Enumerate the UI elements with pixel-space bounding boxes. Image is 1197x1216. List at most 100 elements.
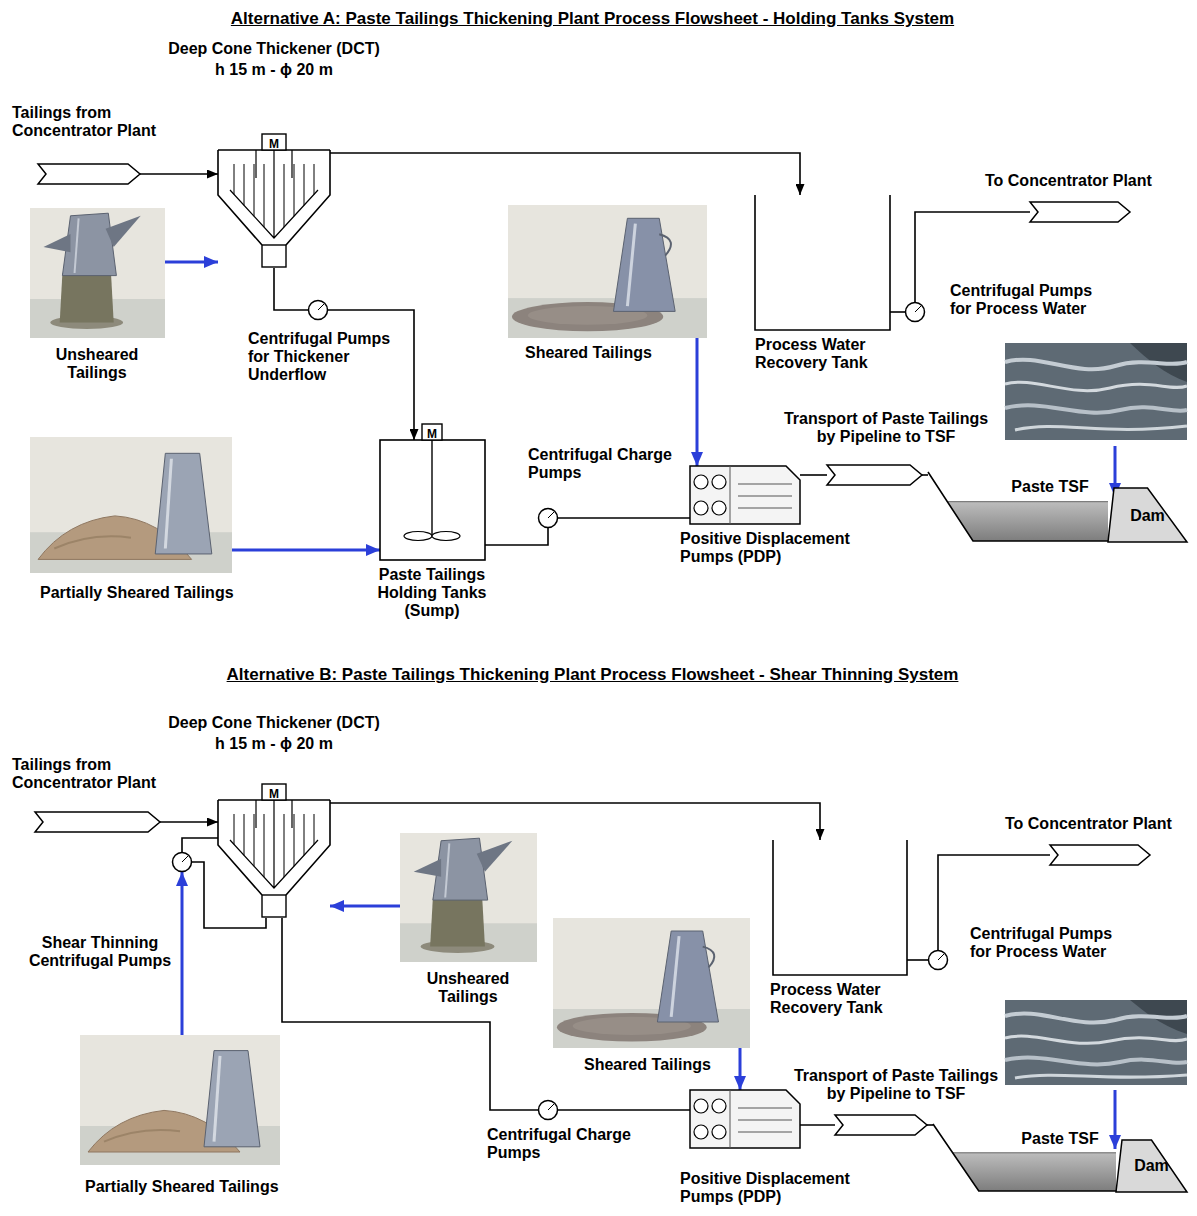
slump-cone: [613, 218, 675, 311]
io-arrow-outline: [1030, 202, 1130, 222]
centrifugal-pump: Shear Thinning Centrifugal Pumps: [172, 852, 192, 872]
tailings-deposit: [953, 1153, 1116, 1191]
tailings-layer: [1005, 1058, 1187, 1065]
agitator-blade: [404, 532, 432, 541]
basin-outline: [928, 472, 1108, 541]
pipe-line: [907, 959, 928, 961]
rake-pickets: [234, 814, 314, 877]
displacement-pump-shape: [690, 1090, 800, 1148]
sample-photo: Sheared Tailings: [553, 918, 750, 1048]
pipe-line: [800, 474, 827, 476]
io-arrow-shape: [1030, 202, 1130, 222]
deposit-surface: [947, 501, 1108, 502]
pipe-line: [328, 310, 414, 440]
centrifugal-pump: Centrifugal Pumps for Process Water: [905, 302, 925, 322]
node-text: Sheared Tailings: [525, 344, 652, 362]
node-text: Centrifugal Charge Pumps: [528, 446, 688, 482]
motor-letter: M: [427, 426, 437, 442]
tailings-layer: [1005, 405, 1187, 412]
sample-photo: Partially Sheared Tailings: [80, 1035, 280, 1165]
pipe-line: [485, 528, 548, 545]
pipe-line: [330, 153, 800, 195]
io-arrow-shape: [38, 164, 140, 184]
tank-outline: [755, 195, 890, 330]
slump-cone: [657, 931, 718, 1022]
io-arrow: Tailings from Concentrator Plant: [35, 812, 160, 832]
node-text: Deep Cone Thickener (DCT): [168, 714, 380, 732]
dam-outline: [1108, 488, 1187, 542]
motor-letter: M: [269, 136, 279, 152]
tailings-storage: Paste TSF: [933, 1122, 1116, 1192]
underflow-box: [262, 245, 286, 267]
centrifugal-pump: Centrifugal Pumps for Process Water: [928, 950, 948, 970]
mound-crack: [104, 1130, 180, 1142]
displacement-pump-shape: [690, 466, 800, 524]
pipe-line: [800, 1124, 835, 1126]
piston-cylinder: [694, 475, 708, 489]
photo-background: [508, 205, 707, 338]
deposit-surface: [953, 1152, 1116, 1153]
io-arrow-outline: [827, 465, 922, 485]
centrifugal-pump: Centrifugal Charge Pumps: [538, 508, 558, 528]
io-arrow-outline: [35, 812, 160, 832]
photo-background: [30, 208, 165, 338]
cone-highlight: [671, 936, 679, 1017]
centrifugal-pump: Centrifugal Pumps for Thickener Underflo…: [308, 300, 328, 320]
centrifugal-pump-shape: [172, 852, 192, 872]
pump-detail: [730, 466, 792, 524]
dam-wall: Dam: [1108, 488, 1187, 542]
sample-photo-shape: [553, 918, 750, 1048]
holding-tank: Paste Tailings Holding Tanks (Sump): [380, 440, 485, 560]
io-arrow: Tailings from Concentrator Plant: [38, 164, 140, 184]
slump-cone: [433, 838, 488, 900]
node-text: h 15 m - ϕ 20 m: [215, 61, 333, 79]
piston-cylinder: [694, 501, 708, 515]
water-tank-shape: [773, 840, 907, 975]
pipe-line: [192, 862, 266, 928]
cone-highlight: [75, 218, 79, 273]
pump-impeller: [915, 306, 921, 312]
photo-background: [1005, 1000, 1187, 1085]
node-text: h 15 m - ϕ 20 m: [215, 735, 333, 753]
pump-impeller: [938, 954, 944, 960]
rake-arm: [230, 800, 318, 888]
water-tank-shape: [755, 195, 890, 330]
io-arrow: To Concentrator Plant: [1030, 202, 1130, 222]
tailings-layer: [1005, 382, 1187, 390]
pipe-line: [160, 821, 218, 823]
sample-arrow: [696, 338, 699, 466]
node-text: Partially Sheared Tailings: [40, 584, 234, 602]
deep-cone-thickener: Deep Cone Thickener (DCT)h 15 m - ϕ 20 m: [218, 150, 330, 268]
node-text: Centrifugal Pumps for Process Water: [950, 282, 1110, 318]
node-text: Paste Tailings Holding Tanks (Sump): [372, 566, 492, 620]
sample-arrow: [232, 549, 380, 552]
centrifugal-pump-shape: [928, 950, 948, 970]
cone-highlight: [165, 459, 171, 549]
water-tank: Process Water Recovery Tank: [773, 840, 907, 975]
node-text: Transport of Paste Tailings by Pipeline …: [785, 1067, 1007, 1103]
tailings-layer: [1005, 1036, 1187, 1043]
tailings-layer: [1015, 426, 1187, 430]
sample-photo: Partially Sheared Tailings: [30, 437, 232, 573]
pump-impeller: [182, 856, 188, 862]
slump-cone: [204, 1051, 260, 1147]
displacement-pump: Positive Displacement Pumps (PDP): [690, 1090, 800, 1148]
pump-casing: [929, 951, 948, 970]
cone-highlight: [214, 1056, 220, 1142]
tailings-storage: Paste TSF: [928, 470, 1108, 542]
rake-arm: [230, 150, 318, 238]
sample-photo-shape: [80, 1035, 280, 1165]
centrifugal-pump-shape: [538, 508, 558, 528]
tank-outline: [773, 840, 907, 975]
io-arrow-shape: [35, 812, 160, 832]
photo-arrow: [1114, 1090, 1117, 1149]
pipe-line: [140, 173, 218, 175]
water-tank: Process Water Recovery Tank: [755, 195, 890, 330]
agitator-blade: [432, 532, 460, 541]
deep-cone-thickener-shape: [218, 150, 330, 268]
displacement-pump: Positive Displacement Pumps (PDP): [690, 466, 800, 524]
sample-arrow: [739, 1048, 742, 1090]
pump-impeller: [548, 512, 554, 518]
agitator-shaft: [431, 440, 432, 536]
cone-handle: [659, 234, 671, 255]
